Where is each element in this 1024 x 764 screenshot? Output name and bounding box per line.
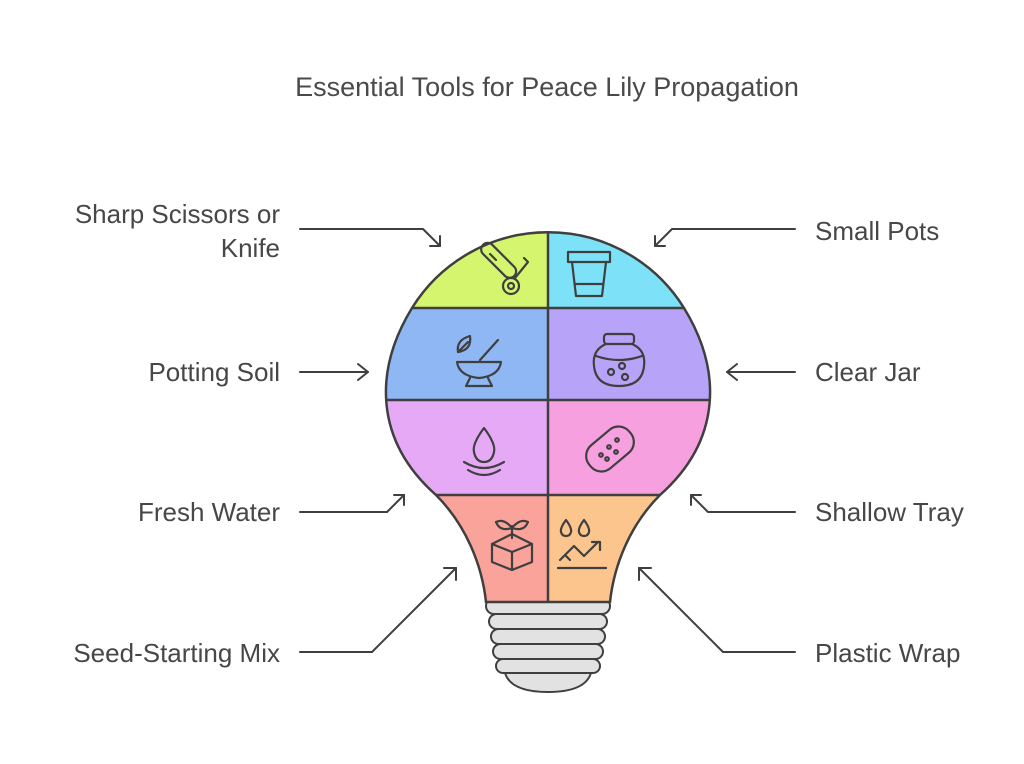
label-sharp-scissors-line1: Sharp Scissors or [74,199,280,229]
label-plastic-wrap: Plastic Wrap [815,638,961,668]
label-shallow-tray: Shallow Tray [815,497,964,527]
arrow-plastic-wrap [638,567,796,653]
base-thread-4 [492,643,604,660]
arrow-sharp-scissors [299,228,441,247]
label-seed-starting-mix: Seed-Starting Mix [73,638,280,668]
label-small-pots: Small Pots [815,216,940,246]
segment-row3-left [385,400,548,495]
arrow-small-pots [654,228,796,247]
segment-top-right [548,232,711,308]
base-thread-2 [488,613,608,630]
bulb-base [485,597,611,694]
base-thread-5 [495,658,601,674]
segment-top-left [385,232,548,308]
label-sharp-scissors: Sharp Scissors or Knife [75,197,280,265]
bulb-outline [384,231,712,604]
arrow-clear-jar [726,363,796,381]
pot-icon [566,250,612,298]
arrow-potting-soil [299,363,369,381]
label-sharp-scissors-line2: Knife [220,233,280,263]
bulb-segments [385,232,711,603]
water-drop-icon [462,426,506,477]
arrow-seed-starting-mix [299,567,457,653]
arrow-shallow-tray [690,494,796,513]
jar-icon [592,332,646,388]
segment-bottom-right [548,495,711,603]
drops-wave-icon [556,518,608,570]
base-tip [503,672,593,694]
base-thread-3 [490,628,606,645]
seedling-box-icon [490,519,534,572]
label-clear-jar: Clear Jar [815,357,921,387]
tray-icon [585,425,635,473]
label-fresh-water: Fresh Water [137,497,280,527]
scissors-knife-icon [480,241,530,296]
label-potting-soil: Potting Soil [148,357,280,387]
mortar-leaf-icon [455,334,503,388]
arrow-fresh-water [299,494,405,513]
diagram-title: Essential Tools for Peace Lily Propagati… [295,72,799,102]
segment-bottom-left [385,495,548,603]
